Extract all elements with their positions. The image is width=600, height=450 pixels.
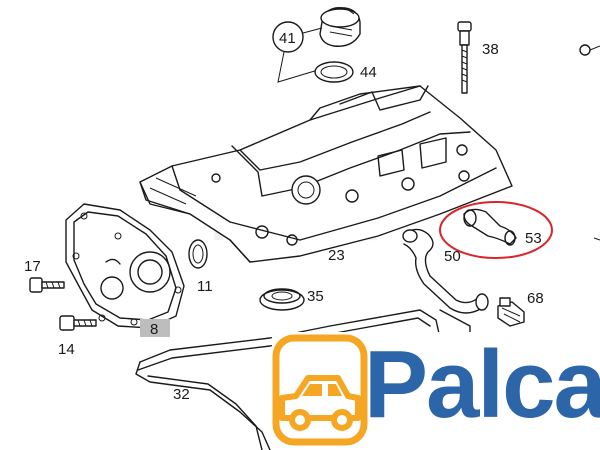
seal-ring xyxy=(314,61,354,83)
grommet xyxy=(259,288,305,311)
cover-gasket xyxy=(135,309,471,450)
highlight-circle xyxy=(439,201,553,259)
callout-circle-41 xyxy=(272,21,304,53)
callout-35: 35 xyxy=(307,288,324,305)
callout-44: 44 xyxy=(360,64,377,81)
bolt-14 xyxy=(59,315,97,331)
callout-23: 23 xyxy=(328,247,345,264)
breather-hose xyxy=(402,228,489,314)
callout-53: 53 xyxy=(525,230,542,247)
callout-41: 41 xyxy=(279,30,296,47)
callout-8: 8 xyxy=(150,321,158,338)
bolt-17 xyxy=(29,277,65,293)
callout-14: 14 xyxy=(58,341,75,358)
oil-filler-cap xyxy=(319,7,361,47)
hose-elbow xyxy=(463,208,517,246)
partial-edge-line xyxy=(593,237,600,241)
callout-38: 38 xyxy=(482,41,499,58)
callout-box-8 xyxy=(140,319,170,337)
callout-68: 68 xyxy=(527,290,544,307)
callout-50: 50 xyxy=(444,248,461,265)
partial-part xyxy=(579,44,591,56)
cylinder-head-cover xyxy=(139,85,513,263)
callout-11: 11 xyxy=(197,278,213,295)
valve xyxy=(497,297,525,327)
car-icon xyxy=(272,334,368,446)
bolt xyxy=(457,21,472,94)
callout-17: 17 xyxy=(24,258,41,275)
o-ring xyxy=(188,239,208,269)
gasket-plate xyxy=(65,203,185,329)
brand-logo: Palca xyxy=(272,331,600,450)
brand-name: Palca xyxy=(364,331,600,438)
callout-32: 32 xyxy=(173,386,190,403)
